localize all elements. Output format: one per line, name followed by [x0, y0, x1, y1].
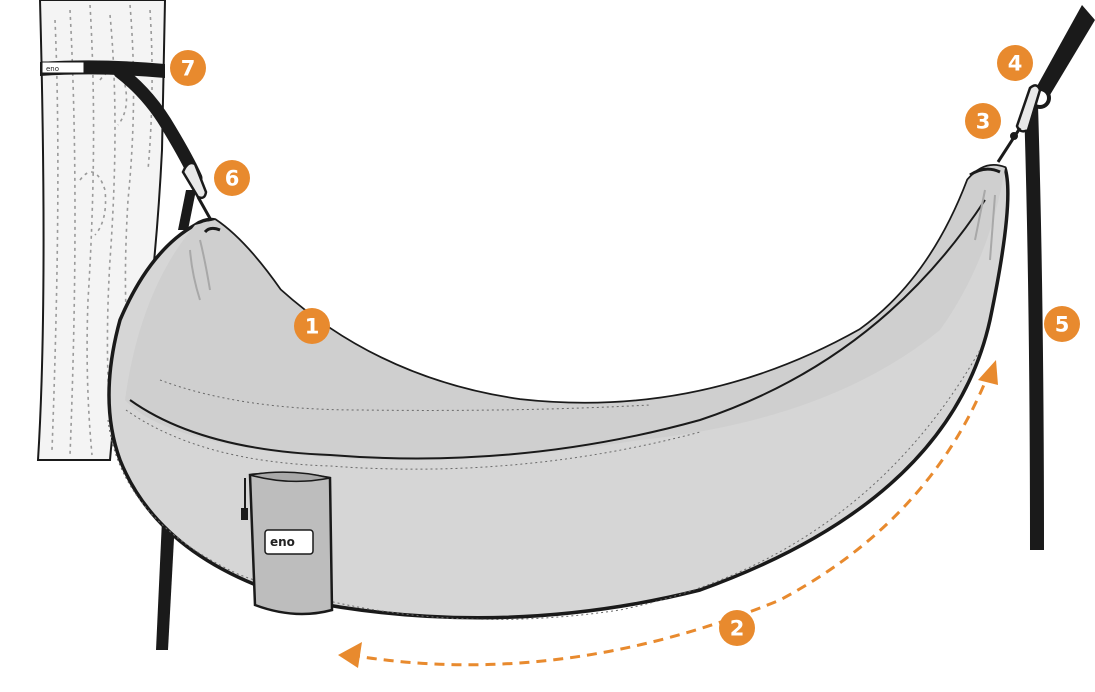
callout-number: 2	[730, 617, 745, 641]
callout-badge	[170, 50, 206, 86]
callout-number: 4	[1008, 52, 1023, 76]
callout-badge	[294, 308, 330, 344]
callout-2: 2	[719, 610, 755, 646]
sway-arrow	[338, 360, 998, 668]
brand-logo: eno	[264, 529, 314, 555]
hammock-body	[107, 164, 1010, 620]
callout-number: 7	[181, 57, 196, 81]
curved-arrow-icon	[338, 642, 362, 668]
callout-7: 7	[170, 50, 206, 86]
callout-badge	[214, 160, 250, 196]
callout-3: 3	[965, 103, 1001, 139]
logo-brand: eno	[270, 535, 295, 549]
callout-number: 3	[976, 110, 991, 134]
callout-layer: 1 2 3 4 5 6 7	[170, 45, 1080, 646]
callout-number: 6	[225, 167, 240, 191]
stuff-sack-pocket: eno	[241, 471, 334, 616]
strap-logo-text: eno	[46, 65, 59, 73]
callout-number: 1	[305, 315, 320, 339]
callout-1: 1	[294, 308, 330, 344]
left-hanging-strap	[156, 190, 196, 650]
callout-4: 4	[997, 45, 1033, 81]
callout-number: 5	[1055, 313, 1070, 337]
callout-badge	[719, 610, 755, 646]
callout-badge	[1044, 306, 1080, 342]
callout-5: 5	[1044, 306, 1080, 342]
callout-badge	[997, 45, 1033, 81]
right-ridge-knot	[996, 127, 1022, 163]
callout-6: 6	[214, 160, 250, 196]
callout-badge	[965, 103, 1001, 139]
